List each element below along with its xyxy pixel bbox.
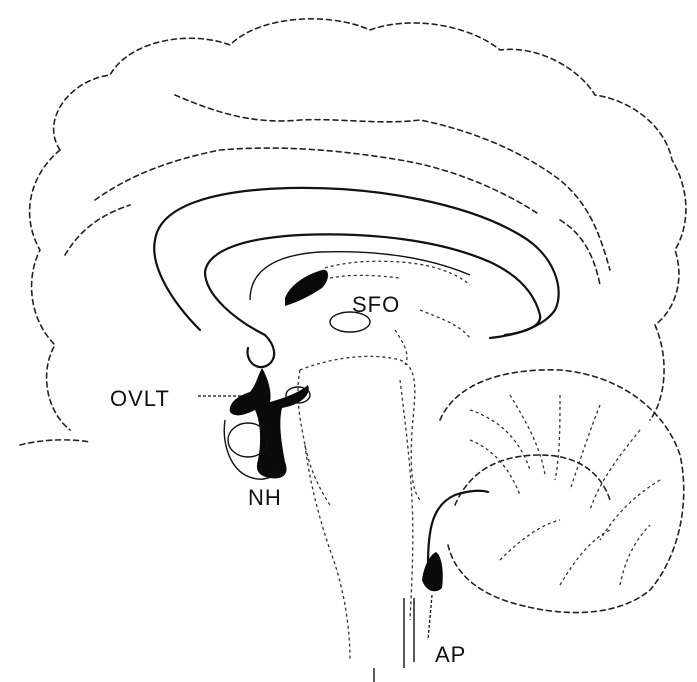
ap-leader <box>428 595 432 640</box>
choroid-plexus <box>325 261 470 285</box>
sulcus-lower-left <box>65 205 130 255</box>
choroid-plexus-2 <box>330 275 400 278</box>
cortex-bottom-left <box>20 440 90 445</box>
cerebellum-fissure <box>455 455 610 505</box>
choroid-plexus-3 <box>420 310 470 338</box>
arbor-vitae <box>470 395 660 585</box>
sulcus-right <box>560 220 600 285</box>
corpus-callosum-inner <box>205 234 540 335</box>
sulcus-mid <box>95 148 540 215</box>
thalamus-outline <box>300 356 420 500</box>
ap-organ <box>422 552 443 591</box>
label-nh: NH <box>248 485 282 510</box>
brainstem-front <box>305 445 350 660</box>
sfo-organ <box>285 270 328 306</box>
label-ap: AP <box>435 642 466 667</box>
label-sfo: SFO <box>352 292 400 317</box>
label-ovlt: OVLT <box>110 386 170 411</box>
brainstem-back <box>400 380 413 620</box>
anterior-commissure <box>248 335 275 367</box>
cortex-left-edge <box>30 150 70 430</box>
